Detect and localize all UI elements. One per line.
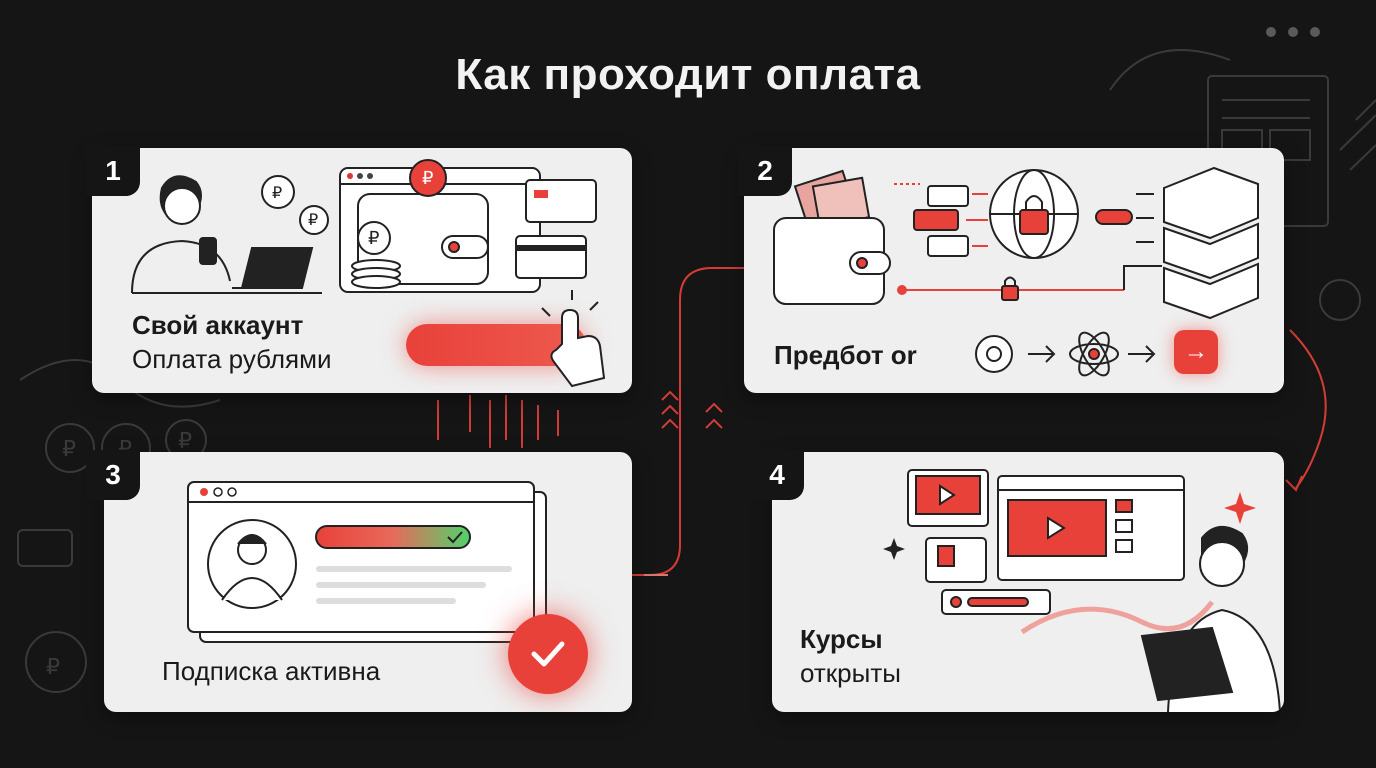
step-1-heading: Свой аккаунт xyxy=(132,310,304,340)
arrow-right-icon xyxy=(1028,345,1156,363)
step-1-subtitle: Оплата рублями xyxy=(132,344,332,374)
person-phone-laptop-icon xyxy=(131,175,322,294)
step-number-2: 2 xyxy=(738,146,792,196)
courses-illustration xyxy=(883,469,1281,712)
sparkle-icon xyxy=(883,492,1256,560)
subscription-window-illustration xyxy=(187,481,547,643)
window-dots xyxy=(1266,24,1332,42)
ruble-coin-icon xyxy=(261,175,329,235)
step-number-4: 4 xyxy=(750,450,804,500)
step-card-2: Предбот or → xyxy=(744,148,1284,393)
success-badge xyxy=(508,614,588,694)
globe-lock-icon xyxy=(989,169,1079,301)
svg-text:₽: ₽ xyxy=(178,428,192,453)
wallet-icon xyxy=(339,167,541,293)
video-player-icon xyxy=(907,469,1185,615)
svg-text:₽: ₽ xyxy=(62,436,76,461)
avatar-icon xyxy=(207,519,297,609)
secure-transfer-illustration xyxy=(773,166,1259,377)
account-payment-illustration: ₽ ₽ ₽ ₽ xyxy=(131,159,597,294)
step-number-1: 1 xyxy=(86,146,140,196)
step-card-3: Подписка активна xyxy=(104,452,632,712)
money-wallet-icon xyxy=(773,169,891,305)
checkmark-icon xyxy=(531,641,565,667)
step-4-subtitle: открыты xyxy=(800,658,901,688)
cursor-hand-icon xyxy=(541,290,606,388)
step-2-heading: Предбот or xyxy=(774,340,917,370)
step-3-heading: Подписка активна xyxy=(162,656,381,686)
page-title: Как проходит оплата xyxy=(455,50,921,99)
step-4-heading: Курсы xyxy=(800,624,883,654)
document-icon xyxy=(913,185,969,257)
svg-text:₽: ₽ xyxy=(272,185,282,202)
next-button[interactable]: → xyxy=(1174,330,1218,374)
svg-text:₽: ₽ xyxy=(368,228,379,248)
gear-icon xyxy=(975,335,1013,373)
svg-text:₽: ₽ xyxy=(46,654,60,679)
svg-text:₽: ₽ xyxy=(308,212,318,229)
tablet-person-icon xyxy=(1140,526,1281,712)
server-stack-icon xyxy=(1163,166,1259,320)
step-card-1: ₽ ₽ ₽ ₽ Свой аккаунт Оплата рублями xyxy=(92,148,632,393)
atom-icon xyxy=(1069,331,1119,377)
step-number-3: 3 xyxy=(86,450,140,500)
svg-text:₽: ₽ xyxy=(422,168,433,188)
step-card-4: Курсы открыты xyxy=(772,452,1284,712)
arrow-right-icon: → xyxy=(1184,338,1208,365)
